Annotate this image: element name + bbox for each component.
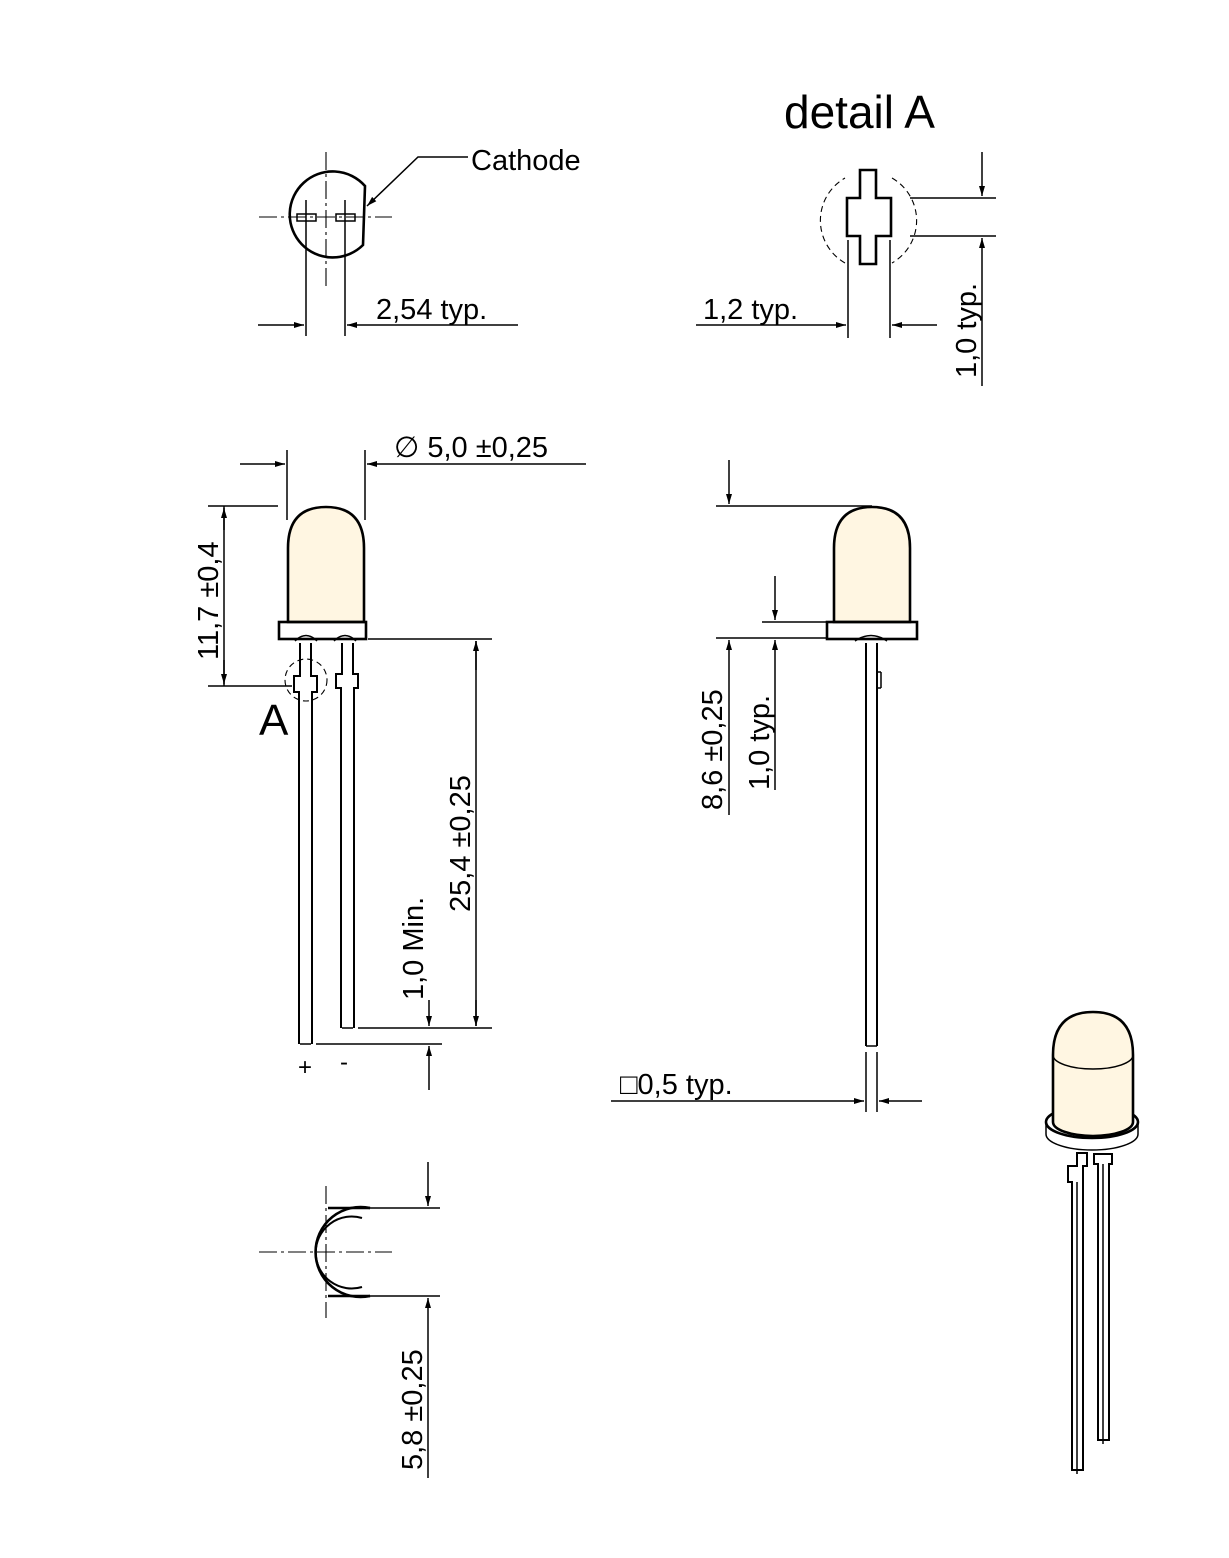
anode-plus-label: +	[298, 1054, 312, 1081]
detail-width-label: 1,2 typ.	[703, 294, 798, 326]
diameter-label: ∅ 5,0 ±0,25	[394, 432, 548, 464]
detail-title: detail A	[784, 86, 935, 138]
detail-a-view: detail A 1,2 typ. 1,0 typ.	[696, 86, 996, 386]
lead-min-label: 1,0 Min.	[398, 897, 430, 1000]
detail-ref-a: A	[259, 696, 289, 745]
lead-square-label: □0,5 typ.	[620, 1069, 733, 1101]
flange-thickness-label: 1,0 typ.	[744, 695, 776, 790]
cathode-minus-label: -	[340, 1049, 348, 1076]
flange-diameter-label: 5,8 ±0,25	[397, 1349, 429, 1470]
flange-height-label: 8,6 ±0,25	[697, 689, 729, 810]
top-view: Cathode 2,54 typ.	[258, 145, 581, 336]
height-label: 11,7 ±0,4	[193, 541, 225, 660]
cathode-label: Cathode	[471, 145, 581, 177]
isometric-led-view	[1044, 1010, 1140, 1474]
lead-length-label: 25,4 ±0,25	[445, 775, 477, 912]
front-view: A ∅ 5,0 ±0,25 11,7 ±0,4 25,4 ±0,25 1,0 M…	[193, 432, 586, 1090]
pitch-dimension-label: 2,54 typ.	[376, 294, 487, 326]
side-view: 8,6 ±0,25 1,0 typ. □0,5 typ.	[611, 460, 922, 1112]
bottom-view: 5,8 ±0,25	[259, 1162, 440, 1478]
detail-height-label: 1,0 typ.	[951, 283, 983, 378]
